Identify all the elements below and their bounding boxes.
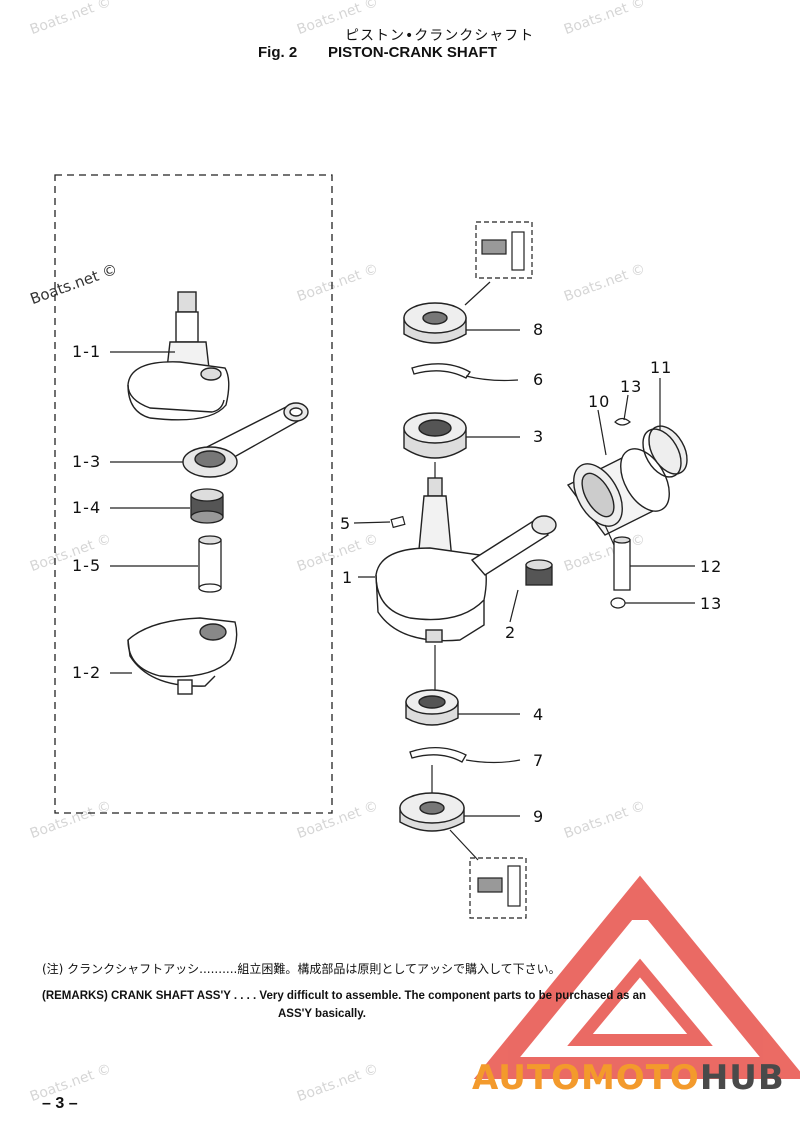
ball-bearing-upper: [403, 412, 467, 459]
leader-lines-left: [110, 351, 198, 674]
callout-1-3: 1-3: [72, 452, 102, 471]
piston: [566, 448, 670, 536]
callout-6: 6: [533, 370, 545, 389]
crank-lower-half: [127, 617, 238, 695]
callout-2: 2: [505, 623, 517, 642]
callout-1-2: 1-2: [72, 663, 102, 682]
remark-english-line1: (REMARKS) CRANK SHAFT ASS'Y . . . . Very…: [42, 990, 647, 1002]
callout-13-lower: 13: [700, 594, 723, 613]
crank-pin: [198, 535, 222, 593]
callout-8: 8: [533, 320, 545, 339]
logo-text-part-b: HUB: [699, 1058, 785, 1098]
circlip-upper: [411, 363, 471, 379]
logo-triangle-icon: [473, 875, 800, 1079]
oil-seal-lower: [399, 792, 465, 832]
leader-lines-right: [353, 329, 695, 817]
callout-4: 4: [533, 705, 545, 724]
needle-bearing: [190, 488, 224, 524]
callout-1-5: 1-5: [72, 556, 102, 575]
crankshaft-assembly: [375, 477, 557, 643]
callout-7: 7: [533, 751, 545, 770]
callout-9: 9: [533, 807, 545, 826]
piston-pin: [613, 536, 631, 591]
piston-ring: [642, 425, 688, 478]
crankshaft-assy-dashed-box: [54, 174, 333, 814]
seal-detail-inset-top: [475, 221, 533, 279]
remark-japanese: (注) クランクシャフトアッシ..........組立困難。構成部品は原則として…: [42, 962, 561, 976]
remark-english-line2: ASS'Y basically.: [278, 1008, 366, 1020]
circlip-lower: [409, 747, 467, 763]
connecting-rod: [182, 402, 309, 478]
brand-logo: AUTOMOTOHUB: [472, 1058, 785, 1098]
page-number: – 3 –: [42, 1095, 78, 1112]
callout-11: 11: [650, 358, 673, 377]
callout-12: 12: [700, 557, 723, 576]
logo-text-part-a: AUTOMOTO: [472, 1058, 700, 1098]
callout-5: 5: [340, 514, 352, 533]
small-needle-bearing: [525, 559, 553, 586]
piston-pin-clip-lower: [610, 597, 626, 609]
ball-bearing-lower: [405, 689, 459, 726]
woodruff-key: [390, 515, 406, 529]
piston-pin-clip-upper: [614, 417, 631, 426]
title-japanese: ピストン•クランクシャフト: [345, 28, 535, 44]
seal-detail-inset-bottom: [469, 857, 527, 919]
callout-1-4: 1-4: [72, 498, 102, 517]
oil-seal-upper: [403, 302, 467, 344]
crank-upper-half: [127, 291, 230, 421]
callout-3: 3: [533, 427, 545, 446]
figure-label: Fig. 2: [258, 44, 298, 61]
callout-13-upper: 13: [620, 377, 643, 396]
callout-1: 1: [342, 568, 354, 587]
figure-title: PISTON-CRANK SHAFT: [328, 44, 497, 61]
callout-1-1: 1-1: [72, 342, 102, 361]
callout-10: 10: [588, 392, 611, 411]
